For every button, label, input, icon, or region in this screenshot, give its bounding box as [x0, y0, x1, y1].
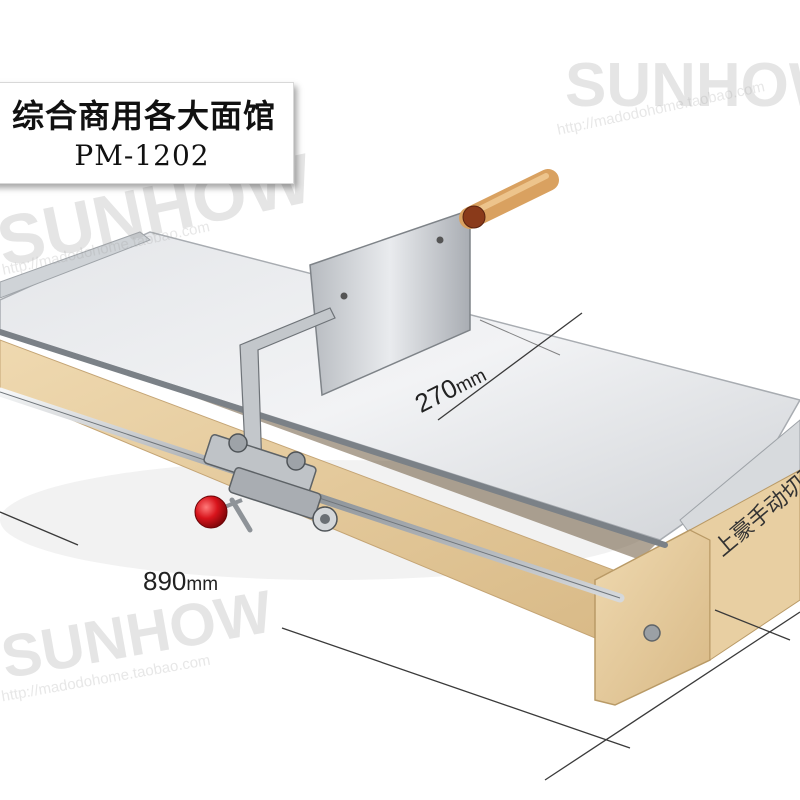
- length-unit: mm: [186, 574, 219, 595]
- title-card: 综合商用各大面馆 PM-1202: [0, 82, 294, 184]
- blade[interactable]: [309, 208, 471, 397]
- dim-extension-right: [544, 611, 800, 781]
- watermark-brand: SUNHOW: [565, 51, 800, 120]
- back-rail: [0, 329, 668, 548]
- dim-line-890-left: [0, 511, 79, 546]
- red-knob[interactable]: [194, 495, 243, 529]
- length-dimension-label: 890mm: [143, 566, 218, 597]
- board-rim: [0, 231, 151, 299]
- bolt-icon: [643, 624, 661, 642]
- length-value: 890: [143, 566, 187, 596]
- handle[interactable]: [459, 169, 559, 229]
- dim-line-890-right: [281, 627, 631, 749]
- wood-end-block: [594, 529, 711, 706]
- dim-line-270: [437, 312, 583, 421]
- blade-hole: [340, 292, 348, 300]
- model-number: PM-1202: [74, 139, 210, 172]
- dim-extension-top: [714, 609, 791, 641]
- blade-hole: [436, 236, 444, 244]
- wood-end-face: [688, 469, 800, 661]
- product-title: 综合商用各大面馆: [11, 97, 276, 135]
- dim-tick: [479, 319, 561, 356]
- carriage[interactable]: [203, 433, 338, 533]
